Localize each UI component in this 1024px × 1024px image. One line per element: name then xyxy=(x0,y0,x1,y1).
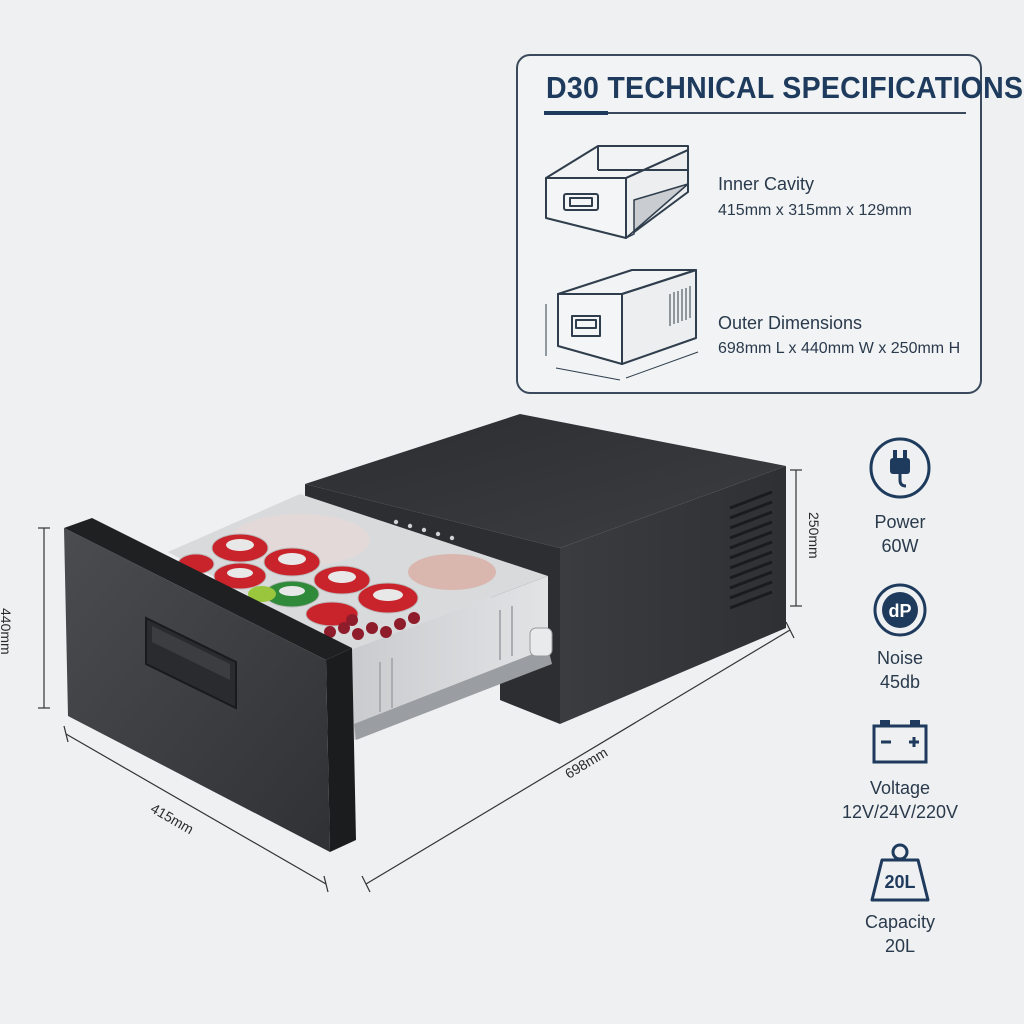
feature-capacity: Capacity 20L xyxy=(840,910,960,958)
vent-grille xyxy=(729,490,773,610)
inner-cavity-value: 415mm x 315mm x 129mm xyxy=(718,202,912,219)
feature-noise: Noise 45db xyxy=(840,646,960,694)
feature-capacity-value: 20L xyxy=(884,936,916,956)
title-underline xyxy=(544,111,966,115)
feature-noise-value: 45db xyxy=(879,672,921,692)
outer-dimensions-drawing-icon xyxy=(545,269,699,381)
feature-noise-label: Noise xyxy=(876,648,924,668)
feature-voltage-label: Voltage xyxy=(869,778,931,798)
height-dimension-label: 440mm xyxy=(0,608,14,655)
feature-power-value: 60W xyxy=(881,536,919,556)
capacity-icon-text: 20L xyxy=(884,872,915,892)
feature-voltage-value: 12V/24V/220V xyxy=(841,802,959,822)
dimension-lines xyxy=(38,469,802,893)
control-panel xyxy=(393,519,455,541)
feature-capacity-label: Capacity xyxy=(864,912,936,932)
drawer-contents xyxy=(177,514,496,640)
feature-power-label: Power xyxy=(874,512,926,532)
outer-dimensions-label: Outer Dimensions xyxy=(718,313,863,333)
power-plug-icon xyxy=(869,437,931,499)
depth-dimension-label: 250mm xyxy=(806,512,822,559)
inner-cavity-label: Inner Cavity xyxy=(718,174,815,194)
feature-power: Power 60W xyxy=(840,510,960,558)
noise-db-icon: dP xyxy=(873,583,927,637)
battery-icon xyxy=(872,720,928,764)
inner-cavity-drawing-icon xyxy=(545,145,689,239)
weight-capacity-icon: 20L xyxy=(870,843,930,902)
outer-dimensions-value: 698mm L x 440mm W x 250mm H xyxy=(718,340,961,357)
feature-voltage: Voltage 12V/24V/220V xyxy=(840,776,960,824)
specifications-card: D30 TECHNICAL SPECIFICATIONS Inner Cavit… xyxy=(516,54,1023,394)
spec-title: D30 TECHNICAL SPECIFICATIONS xyxy=(546,70,1024,105)
noise-icon-text: dP xyxy=(888,601,911,621)
